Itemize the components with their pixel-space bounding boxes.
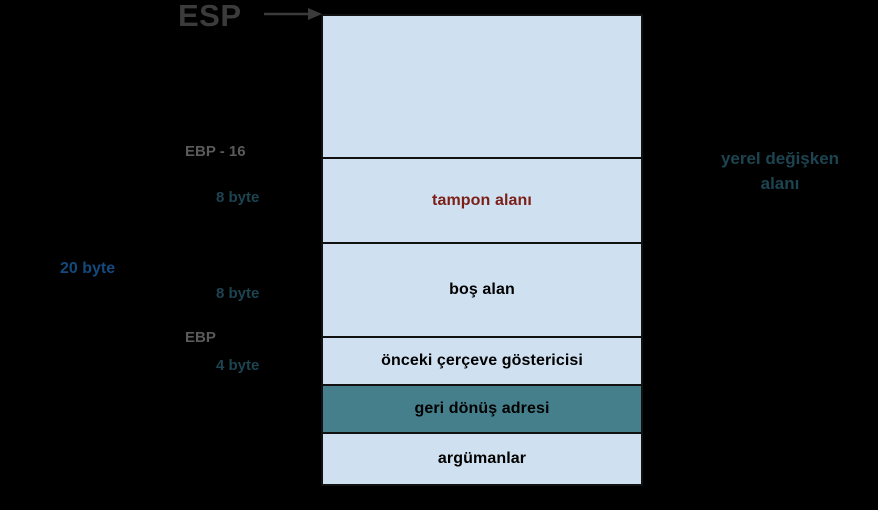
stack-cell-label: önceki çerçeve göstericisi — [381, 352, 583, 369]
annotation-local-variable-area: yerel değişken alanı — [690, 146, 870, 196]
stack-cell-free-space: boş alan — [321, 244, 643, 338]
annotation-buffer-size: 8 byte — [216, 189, 260, 206]
stack-cell-buffer: tampon alanı — [321, 159, 643, 244]
stack-cell-label: tampon alanı — [432, 191, 532, 209]
annotation-ebp: EBP — [185, 329, 216, 346]
annotation-sfp-size: 4 byte — [216, 357, 260, 374]
stack-cell-label: geri dönüş adresi — [414, 400, 550, 417]
esp-pointer-arrow-icon — [264, 4, 322, 24]
stack-cell-arguments: argümanlar — [321, 434, 643, 486]
esp-register-label: ESP — [178, 0, 242, 33]
annotation-local-variable-area-line2: alanı — [760, 174, 800, 193]
stack-cell-saved-frame-pointer: önceki çerçeve göstericisi — [321, 338, 643, 386]
annotation-local-variable-area-line1: yerel değişken — [720, 149, 840, 168]
stack-cell-label: boş alan — [449, 281, 515, 298]
stack-cell-label: argümanlar — [437, 450, 527, 467]
annotation-total-size: 20 byte — [60, 260, 116, 277]
stack-cell-return-address: geri dönüş adresi — [321, 386, 643, 434]
stack-frame-diagram: tampon alanı boş alan önceki çerçeve gös… — [321, 14, 643, 486]
annotation-ebp-minus-16: EBP - 16 — [185, 143, 246, 160]
annotation-free-size: 8 byte — [216, 285, 260, 302]
stack-cell-empty-top — [321, 14, 643, 159]
